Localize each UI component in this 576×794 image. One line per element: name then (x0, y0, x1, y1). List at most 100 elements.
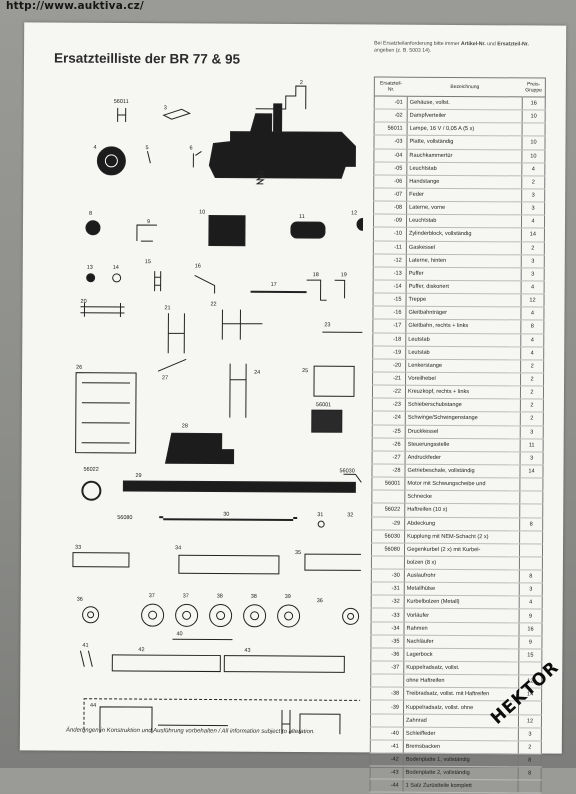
order-note: Bei Ersatzteilanforderung bitte immer Ar… (374, 40, 546, 54)
price-group-cell: 11 (520, 439, 543, 452)
part-number-cell (371, 674, 404, 687)
brake-part (80, 651, 92, 667)
sleeve-part (318, 521, 324, 527)
label-5: 5 (145, 145, 148, 151)
description-cell: Abdeckung (405, 517, 520, 531)
coupler-part (343, 474, 361, 482)
description-cell: Gegenkurbel (2 x) mit Kurbel- (404, 543, 519, 557)
label-13: 13 (87, 265, 93, 271)
parts-table-header: Ersatzteil-Nr. Bezeichnung Preis-Gruppe (374, 77, 545, 97)
description-cell: Feder (407, 188, 522, 202)
label-22: 22 (210, 301, 216, 307)
price-group-cell: 4 (521, 307, 544, 320)
label-23: 23 (324, 322, 330, 328)
springs-part (314, 366, 354, 396)
part-number-cell: -21 (373, 372, 406, 385)
label-19: 19 (341, 272, 347, 278)
description-cell: Laterne, hinten (406, 254, 521, 268)
price-group-cell: 3 (522, 202, 545, 215)
part-number-cell: -44 (370, 779, 403, 792)
label-35: 35 (295, 550, 301, 556)
label-26: 26 (76, 365, 82, 371)
buffer-part (87, 274, 95, 282)
label-12: 12 (351, 210, 357, 216)
label-30: 30 (223, 512, 229, 518)
price-group-cell (519, 557, 542, 570)
label-56022: 56022 (83, 467, 98, 473)
description-cell: ohne Haftreifen (404, 674, 519, 688)
label-18: 18 (313, 272, 319, 278)
traction-tire-part (82, 482, 100, 500)
note-bold-2: Ersatzteil-Nr. (497, 41, 529, 47)
chimney-part (274, 104, 282, 132)
part-number-cell: -05 (374, 162, 407, 175)
description-cell: Bremsbacken (403, 740, 518, 754)
label-56011: 56011 (114, 99, 129, 105)
label-10: 10 (199, 209, 205, 215)
part-number-cell: 56011 (374, 122, 407, 135)
part-number-cell: -36 (371, 648, 404, 661)
part-number-cell: -22 (372, 385, 405, 398)
price-group-cell: 3 (518, 728, 541, 741)
cover-part (123, 481, 355, 492)
part-number-cell: -37 (371, 661, 404, 674)
description-cell: Lagerbock (404, 648, 519, 662)
description-cell: Leutstab (406, 333, 521, 347)
footer-note: Änderungen in Konstruktion und Ausführun… (66, 728, 315, 736)
price-group-cell: 2 (520, 412, 543, 425)
description-cell: Gaskessel (406, 241, 521, 255)
part-number-cell: -25 (372, 425, 405, 438)
label-6: 6 (189, 145, 192, 151)
part-number-cell: -20 (373, 359, 406, 372)
price-group-cell: 4 (521, 281, 544, 294)
description-cell: Schieberschubstange (405, 398, 520, 412)
header-description: Bezeichnung (407, 77, 522, 97)
part-number-cell: 56001 (372, 477, 405, 490)
label-27: 27 (162, 375, 168, 381)
header-price-group: Preis-Gruppe (522, 78, 545, 97)
valve-rod-part (322, 328, 364, 332)
label-15: 15 (145, 259, 151, 265)
description-cell: Lenkerstange (406, 359, 521, 373)
label-24: 24 (254, 370, 260, 376)
price-group-cell (520, 491, 543, 504)
label-40: 40 (176, 631, 182, 637)
price-group-cell: 8 (519, 570, 542, 583)
part-number-cell: -02 (374, 109, 407, 122)
front-bogie-part (73, 553, 129, 567)
part-number-cell: -07 (374, 188, 407, 201)
gearbox-part (166, 433, 234, 463)
label-33: 33 (75, 545, 81, 551)
main-frame-part (179, 555, 279, 574)
description-cell: Haftreifen (10 x) (405, 504, 520, 518)
part-number-cell (372, 490, 405, 503)
control-frame-part (76, 373, 136, 453)
label-8: 8 (89, 211, 92, 217)
locomotive-body-part (209, 113, 355, 178)
part-number-cell: -23 (372, 398, 405, 411)
smokebox-door-part (97, 147, 125, 175)
price-group-cell (522, 123, 545, 136)
part-number-cell: -41 (370, 740, 403, 753)
label-44: 44 (90, 703, 96, 709)
description-cell: Gleitbahnträger (406, 306, 521, 320)
price-group-cell: 8 (520, 517, 543, 530)
price-group-cell: 9 (519, 609, 542, 622)
rear-bogie-part (305, 554, 363, 570)
description-cell: Andruckfeder (405, 451, 520, 465)
label-37-left: 37 (149, 593, 155, 599)
price-group-cell: 12 (518, 714, 541, 727)
